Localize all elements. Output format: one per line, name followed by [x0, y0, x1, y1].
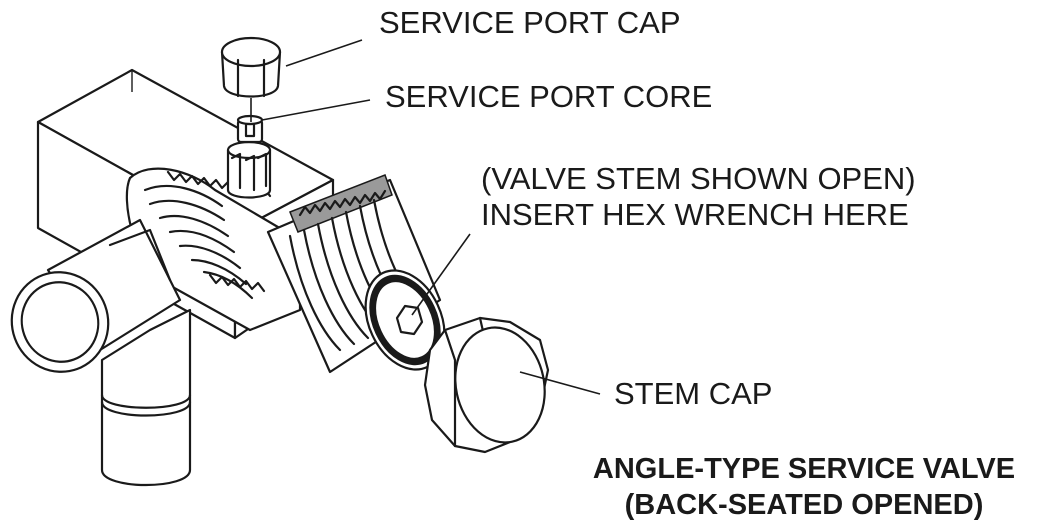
service-port-core	[226, 114, 272, 199]
label-service-port-core: SERVICE PORT CORE	[385, 79, 712, 114]
service-port-cap	[220, 36, 282, 122]
hex-socket-icon	[395, 304, 424, 336]
bore-cutaway	[125, 167, 302, 332]
side-outlet-tube	[10, 218, 182, 373]
diagram-title: ANGLE-TYPE SERVICE VALVE	[593, 453, 1015, 485]
leader-service-port-cap	[285, 39, 363, 67]
label-service-port-cap: SERVICE PORT CAP	[379, 5, 681, 40]
label-valve-stem-note: (VALVE STEM SHOWN OPEN)	[481, 161, 916, 196]
valve-stem	[266, 174, 446, 374]
leader-service-port-core	[261, 99, 371, 121]
bottom-tube	[100, 308, 192, 487]
stem-cap	[423, 316, 550, 454]
leader-hex-wrench	[411, 233, 471, 316]
label-stem-cap: STEM CAP	[614, 376, 772, 411]
diagram-subtitle: (BACK-SEATED OPENED)	[625, 489, 984, 521]
leader-stem-cap	[519, 371, 601, 395]
label-hex-wrench: INSERT HEX WRENCH HERE	[481, 197, 909, 232]
